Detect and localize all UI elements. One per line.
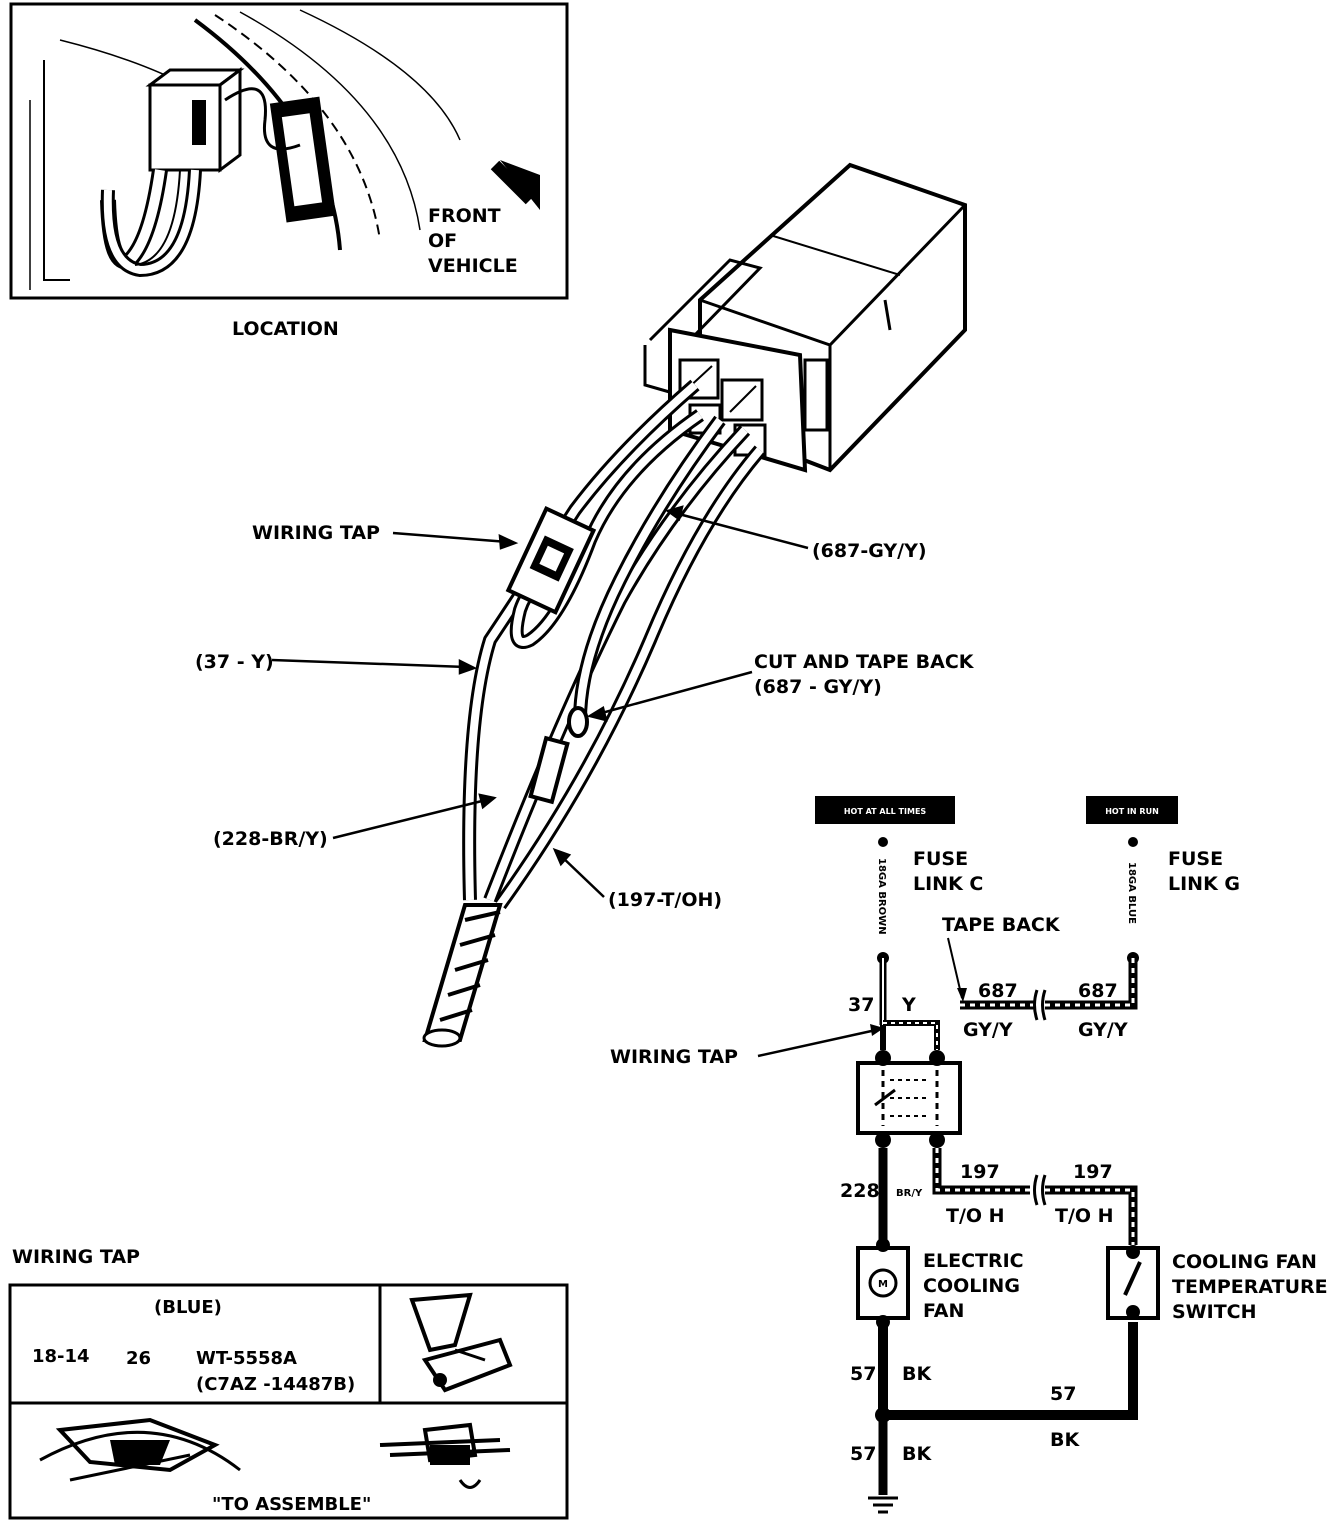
wiring-tap-table: WIRING TAP (BLUE) 18-14 26 WT-5558A (C7A… <box>8 1246 569 1520</box>
color-gy-y-left: GY/Y <box>963 1019 1013 1041</box>
motor-symbol: M <box>878 1279 888 1290</box>
tap-part-alt: (C7AZ -14487B) <box>196 1374 355 1395</box>
circuit-57-switch: 57 <box>1050 1383 1076 1405</box>
circuit-687-right: 687 <box>1078 980 1118 1002</box>
circuit-57-ground: 57 <box>850 1443 876 1465</box>
color-t-oh-left: T/O H <box>946 1205 1005 1227</box>
callout-cut-tape-line2: (687 - GY/Y) <box>754 676 882 698</box>
tap-part-number: WT-5558A <box>196 1348 297 1369</box>
callout-leaders <box>271 505 809 898</box>
tap-assemble-caption: "TO ASSEMBLE" <box>212 1494 371 1515</box>
tape-back-label: TAPE BACK <box>942 914 1061 936</box>
tap-qty: 26 <box>126 1348 151 1369</box>
color-gy-y-right: GY/Y <box>1078 1019 1128 1041</box>
circuit-37: 37 <box>848 994 874 1016</box>
circuit-57-fan: 57 <box>850 1363 876 1385</box>
callout-wire-228: (228-BR/Y) <box>213 828 328 850</box>
front-label-line2: OF <box>428 230 457 252</box>
switch-label-line1: COOLING FAN <box>1172 1251 1317 1273</box>
fan-label-line3: FAN <box>923 1300 964 1322</box>
circuit-197-right: 197 <box>1073 1161 1113 1183</box>
wire-18ga-blue: 18GA BLUE <box>1126 862 1137 924</box>
location-caption: LOCATION <box>232 318 339 340</box>
wiring-tap-icon <box>409 1292 513 1393</box>
switch-label-line3: SWITCH <box>1172 1301 1257 1323</box>
tag-hot-at-all-times: HOT AT ALL TIMES <box>844 807 927 816</box>
tap-gauge: 18-14 <box>32 1346 90 1367</box>
tap-color: (BLUE) <box>154 1297 222 1318</box>
color-bk-ground: BK <box>902 1443 932 1465</box>
circuit-197-left: 197 <box>960 1161 1000 1183</box>
circuit-687-left: 687 <box>978 980 1018 1002</box>
tag-hot-in-run: HOT IN RUN <box>1105 807 1159 816</box>
wire-18ga-brown: 18GA BROWN <box>876 858 887 935</box>
schematic: HOT AT ALL TIMES HOT IN RUN FUSE LINK C … <box>610 796 1328 1514</box>
tap-table-heading: WIRING TAP <box>12 1246 140 1268</box>
color-br-y: BR/Y <box>896 1188 923 1199</box>
schematic-wiring-tap-label: WIRING TAP <box>610 1046 738 1068</box>
location-inset: FRONT OF VEHICLE <box>9 2 569 300</box>
fuse-link-g-line2: LINK G <box>1168 873 1240 895</box>
callout-wire-687-top: (687-GY/Y) <box>812 540 927 562</box>
fuse-link-g-line1: FUSE <box>1168 848 1223 870</box>
fan-label-line2: COOLING <box>923 1275 1020 1297</box>
callout-wire-37: (37 - Y) <box>195 651 274 673</box>
fan-label-line1: ELECTRIC <box>923 1250 1024 1272</box>
color-y: Y <box>901 994 916 1016</box>
circuit-228: 228 <box>840 1180 880 1202</box>
assemble-step-2-icon <box>379 1422 511 1489</box>
wire-harness-illustration <box>422 379 766 1048</box>
color-bk-fan: BK <box>902 1363 932 1385</box>
switch-label-line2: TEMPERATURE <box>1172 1276 1328 1298</box>
callout-wiring-tap: WIRING TAP <box>252 522 380 544</box>
assemble-step-1-icon <box>39 1417 241 1482</box>
front-label-line3: VEHICLE <box>428 255 518 277</box>
front-label-line1: FRONT <box>428 205 501 227</box>
callout-cut-tape-line1: CUT AND TAPE BACK <box>754 651 975 673</box>
color-t-oh-right: T/O H <box>1055 1205 1114 1227</box>
fuse-link-c-line2: LINK C <box>913 873 983 895</box>
fuse-link-c-line1: FUSE <box>913 848 968 870</box>
callout-wire-197: (197-T/OH) <box>608 889 722 911</box>
color-bk-switch: BK <box>1050 1429 1080 1451</box>
